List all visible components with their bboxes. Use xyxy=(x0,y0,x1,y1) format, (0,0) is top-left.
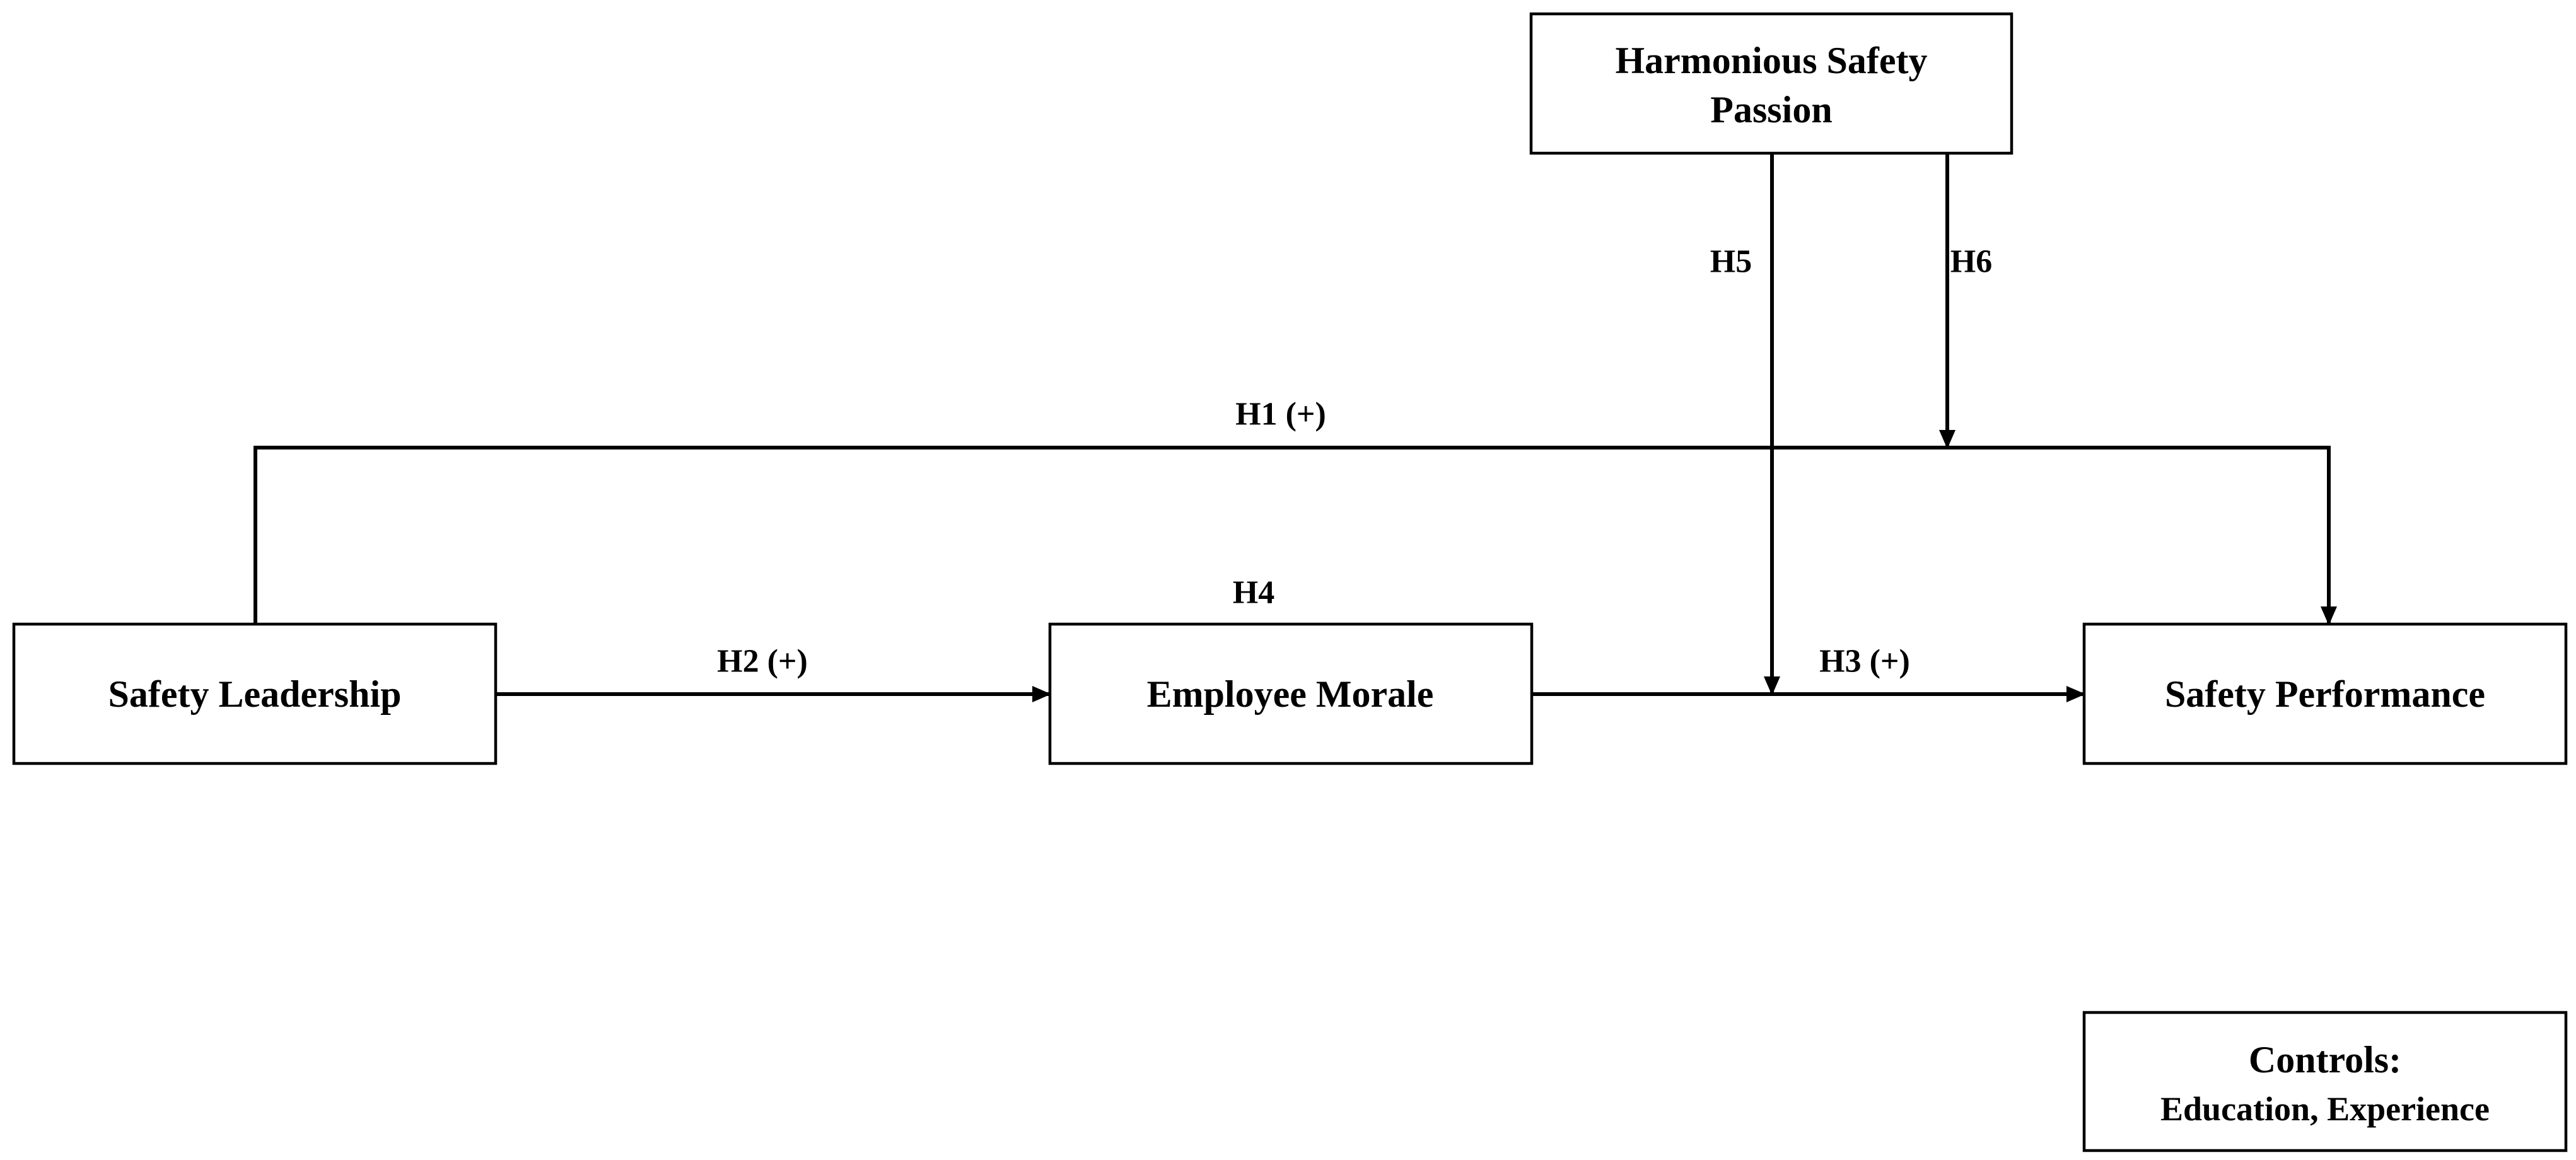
h1-path xyxy=(254,446,2337,625)
safety-performance-box: Safety Performance xyxy=(2082,622,2568,765)
h2-label: H2 (+) xyxy=(717,644,808,680)
h4-label: H4 xyxy=(1233,575,1274,611)
h1-label: H1 (+) xyxy=(1235,397,1326,432)
connectors xyxy=(254,154,2337,702)
harmonious-passion-label-line1: Harmonious Safety xyxy=(1616,40,1928,81)
h6-label: H6 xyxy=(1950,244,1992,280)
hypothesis-labels: H1 (+) H2 (+) H3 (+) H4 H5 H6 xyxy=(717,244,1992,680)
employee-morale-box: Employee Morale xyxy=(1048,622,1534,765)
h5-label: H5 xyxy=(1710,244,1752,280)
safety-leadership-box: Safety Leadership xyxy=(12,622,498,765)
controls-box: Controls: Education, Experience xyxy=(2082,1011,2568,1152)
harmonious-passion-box: Harmonious Safety Passion xyxy=(1529,12,2014,155)
employee-morale-label: Employee Morale xyxy=(1147,673,1434,715)
harmonious-passion-label-line2: Passion xyxy=(1710,89,1832,130)
h3-label: H3 (+) xyxy=(1819,644,1910,680)
controls-label-line2: Education, Experience xyxy=(2160,1090,2490,1128)
controls-label-line1: Controls: xyxy=(2249,1039,2401,1081)
safety-leadership-label: Safety Leadership xyxy=(108,673,402,715)
safety-performance-label: Safety Performance xyxy=(2165,673,2485,715)
